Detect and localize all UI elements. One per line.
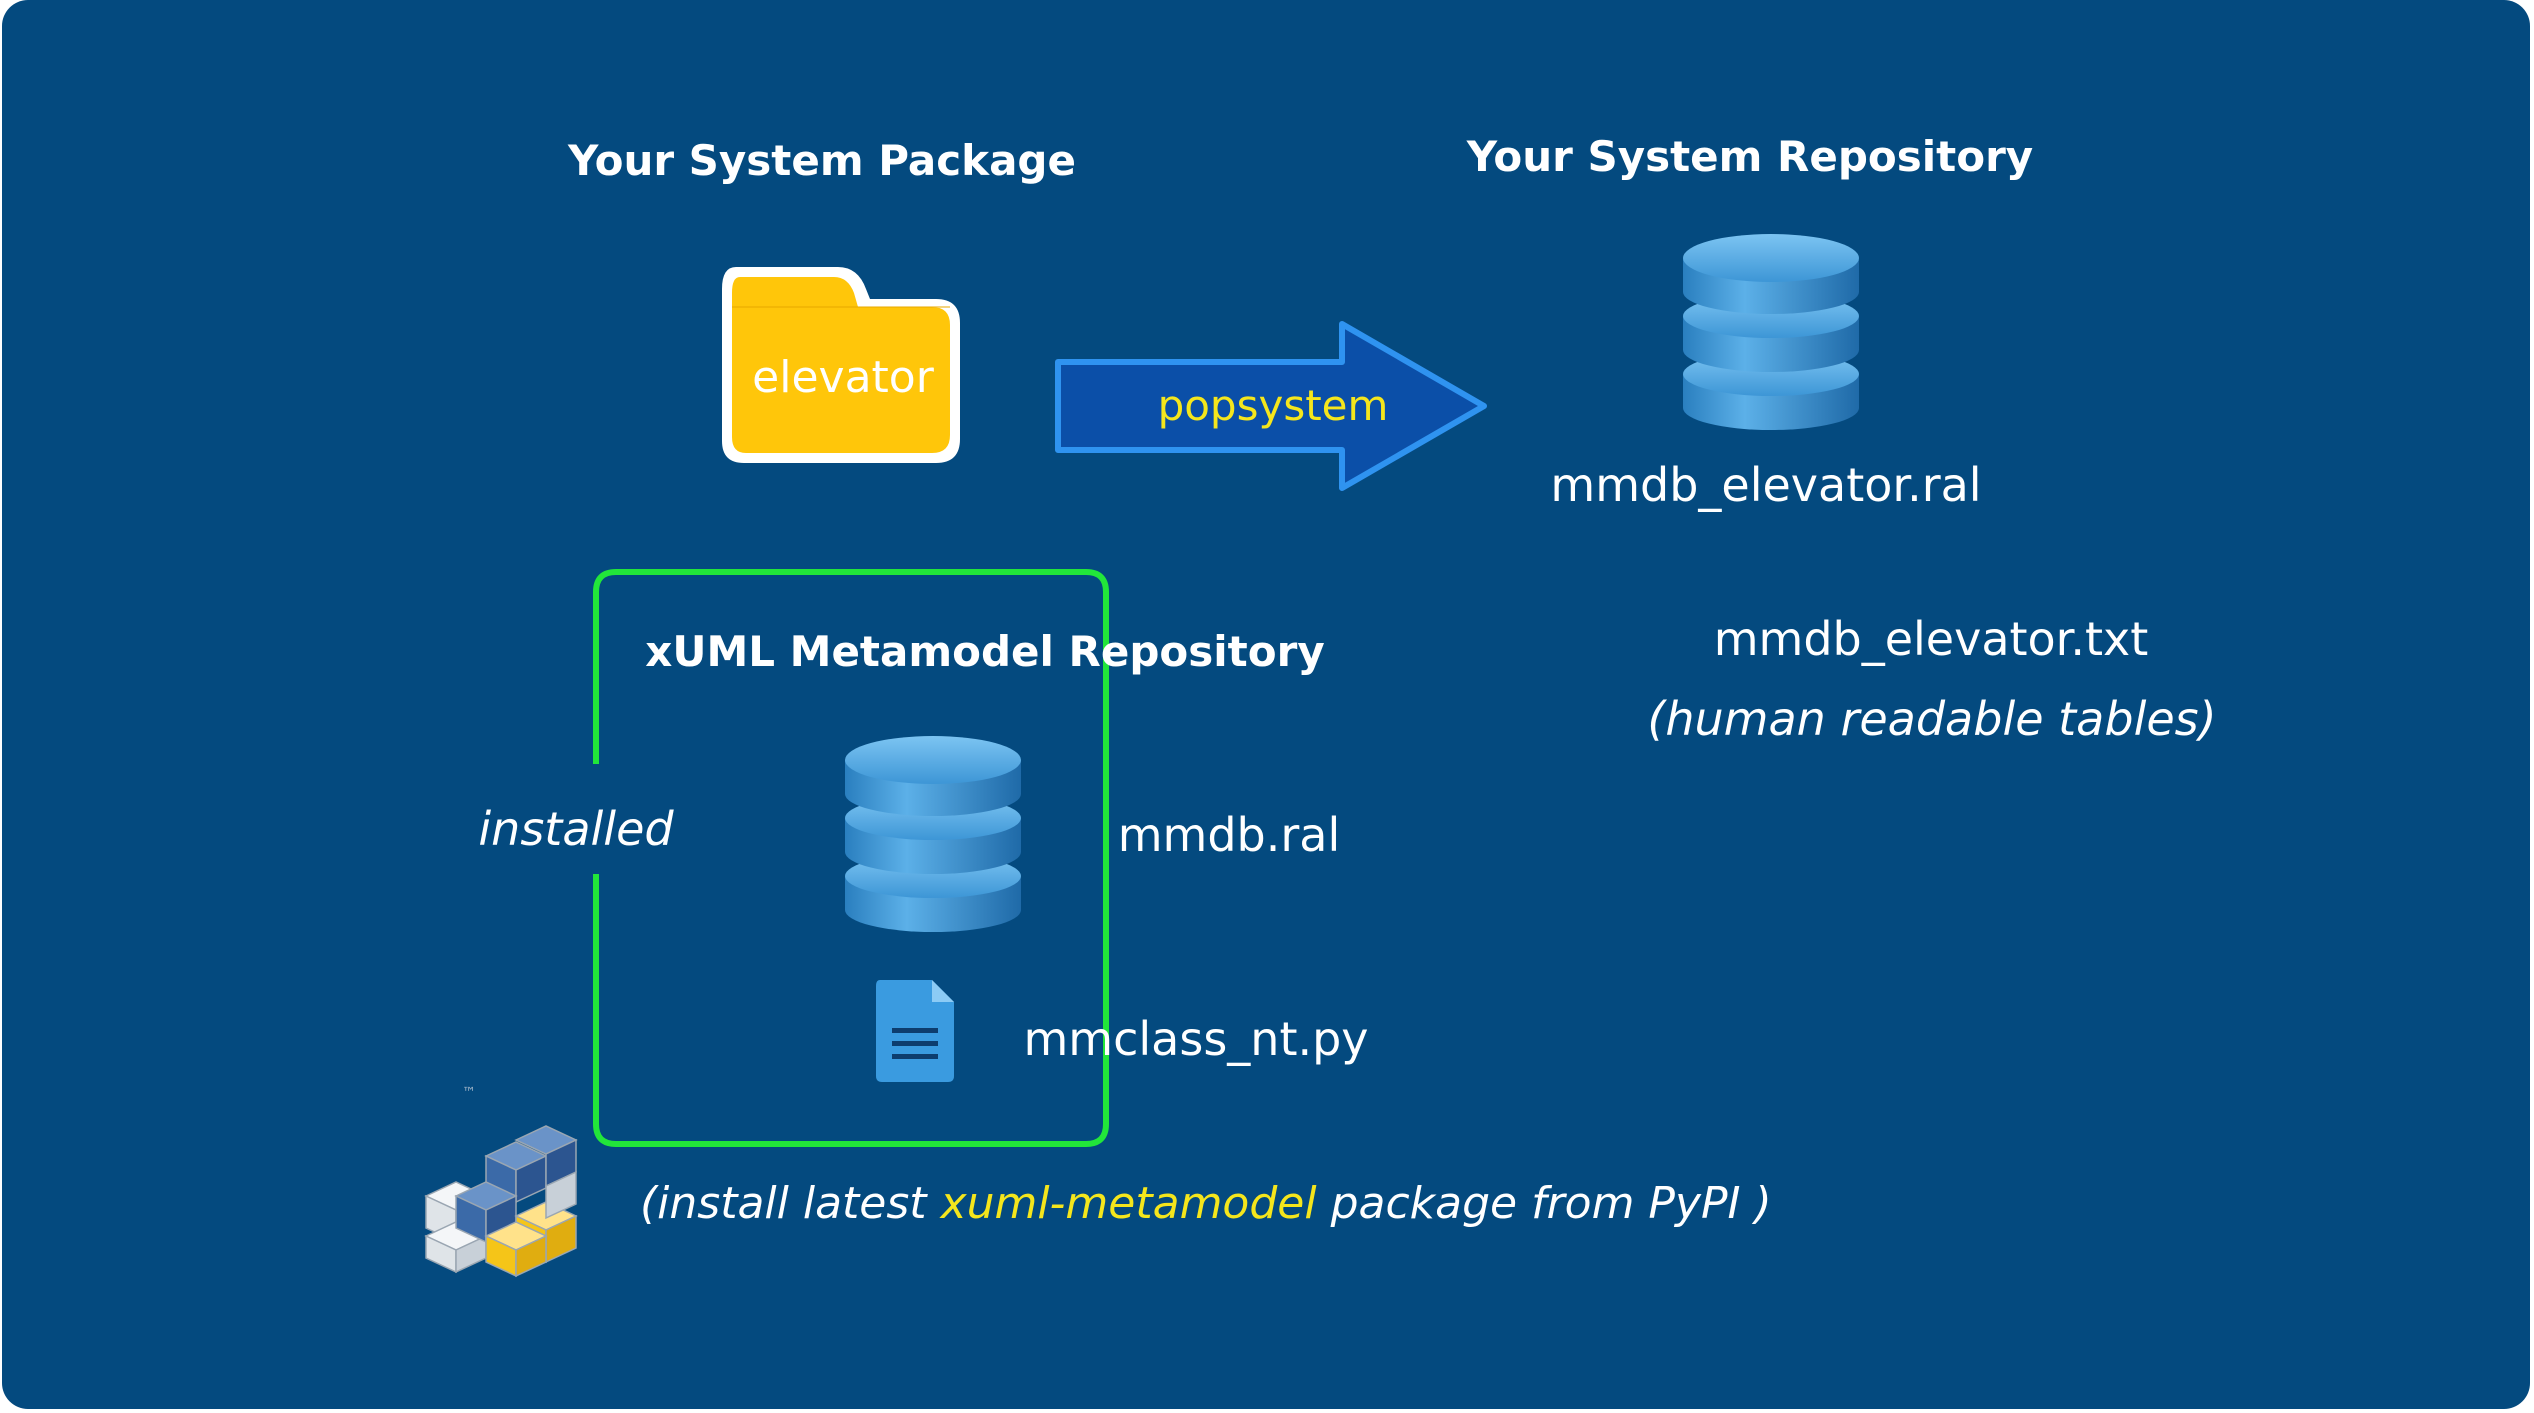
metamodel-box [593, 569, 1109, 1147]
repository-heading: Your System Repository [1466, 132, 2034, 181]
install-note-package: xuml-metamodel [940, 1178, 1317, 1229]
repository-txt-note: (human readable tables) [1647, 692, 2217, 746]
metamodel-py-file: mmclass_nt.py [1023, 1012, 1369, 1066]
folder-icon [722, 267, 960, 463]
metamodel-db-file: mmdb.ral [1117, 808, 1341, 862]
popsystem-arrow [1055, 321, 1487, 491]
pypi-logo-icon [424, 1125, 578, 1278]
metamodel-heading: xUML Metamodel Repository [645, 627, 1325, 676]
popsystem-label: popsystem [1157, 381, 1389, 430]
repository-txt-file: mmdb_elevator.txt [1713, 612, 2149, 666]
installed-label: installed [478, 802, 674, 856]
folder-label: elevator [752, 352, 934, 403]
repository-db-file: mmdb_elevator.ral [1550, 458, 1982, 512]
trademark-mark: ™ [462, 1085, 476, 1101]
database-icon [845, 736, 1021, 932]
install-note-prefix: (install latest [640, 1178, 941, 1229]
database-icon [1683, 234, 1859, 430]
install-note: (install latest xuml-metamodel package f… [640, 1182, 1772, 1226]
install-note-suffix: package from PyPI ) [1316, 1178, 1772, 1229]
document-icon [876, 980, 954, 1082]
package-heading: Your System Package [568, 136, 1076, 185]
